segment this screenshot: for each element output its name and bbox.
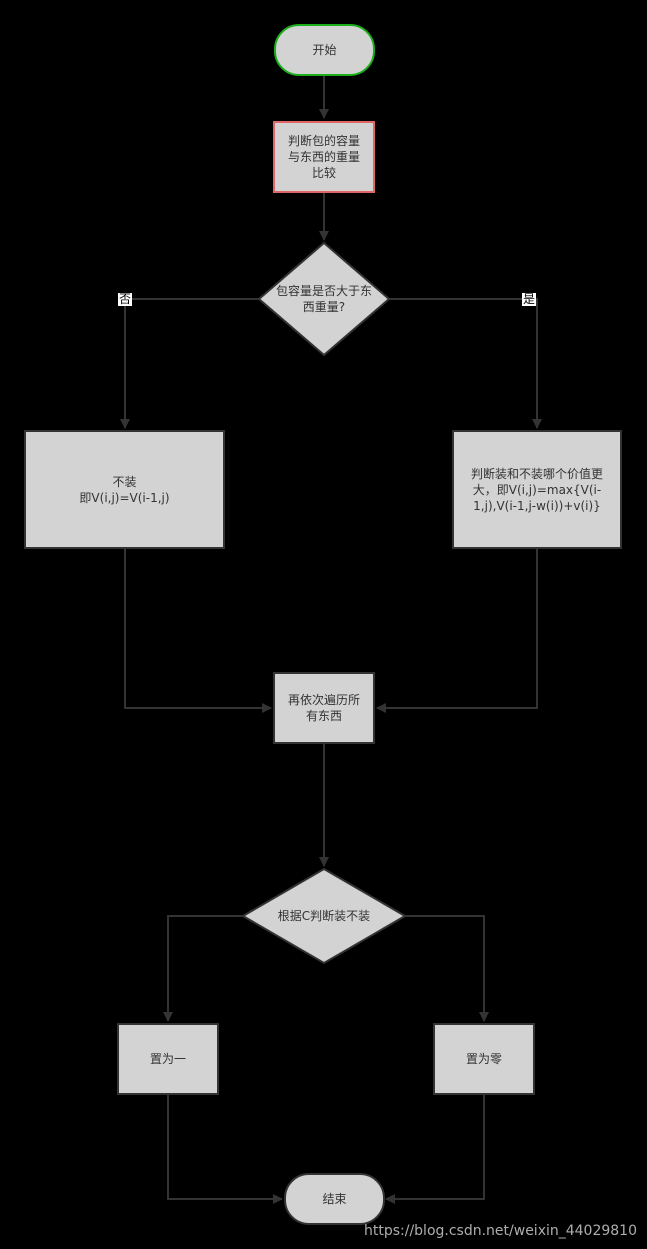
edge-setzero-to-end <box>385 1094 485 1204</box>
edge-setone-to-end <box>167 1094 283 1204</box>
traverse-node <box>273 672 375 744</box>
edge-decision-no <box>120 298 259 429</box>
edge-label-no: 否 <box>118 292 133 306</box>
c-decision-node <box>241 867 407 965</box>
edge-nopack-to-traverse <box>124 548 272 713</box>
start-node <box>274 24 375 76</box>
compare-node <box>273 121 375 193</box>
set-one-node <box>117 1023 219 1095</box>
set-zero-node <box>433 1023 535 1095</box>
edge-label-yes: 是 <box>522 292 537 306</box>
edge-pack-to-traverse <box>376 548 538 713</box>
watermark: https://blog.csdn.net/weixin_44029810 <box>363 1223 637 1239</box>
edge-decision-yes <box>389 298 542 429</box>
capacity-decision-node <box>257 241 391 357</box>
edge-decisionc-right <box>405 915 489 1022</box>
pack-choice-node <box>452 430 622 549</box>
no-pack-node <box>24 430 225 549</box>
edge-decisionc-left <box>163 915 243 1022</box>
end-node <box>284 1173 385 1225</box>
